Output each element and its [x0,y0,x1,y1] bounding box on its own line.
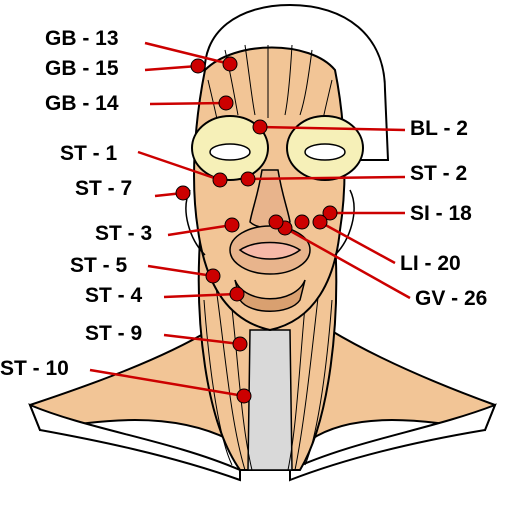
acupoint-bl-2 [253,120,267,134]
label-st-3: ST - 3 [95,222,152,245]
acupoint-gb-14 [219,96,233,110]
label-gb-15: GB - 15 [45,57,119,80]
acupoint-st-10 [237,389,251,403]
label-st-7: ST - 7 [75,177,132,200]
eye-right [305,144,345,160]
eye-left [210,144,250,160]
label-gb-14: GB - 14 [45,92,119,115]
label-li-20: LI - 20 [400,252,461,275]
acupoint-st-4 [230,287,244,301]
label-si-18: SI - 18 [410,202,472,225]
acupoint-st-7 [176,186,190,200]
label-st-5: ST - 5 [70,254,127,277]
acupoint-gb-13 [223,57,237,71]
label-st-10: ST - 10 [0,357,69,380]
trachea [248,330,292,470]
acupoint-st-9 [233,337,247,351]
acupoint-st-1 [213,173,227,187]
label-gv-26: GV - 26 [415,287,487,310]
label-st-2: ST - 2 [410,162,467,185]
label-st-9: ST - 9 [85,322,142,345]
label-bl-2: BL - 2 [410,117,468,140]
acupoint-marker-extra-2 [295,215,309,229]
acupoint-marker-extra-1 [269,215,283,229]
acupoint-li-20 [313,215,327,229]
label-st-1: ST - 1 [60,142,117,165]
acupoint-st-2 [241,172,255,186]
label-gb-13: GB - 13 [45,27,119,50]
acupoint-st-5 [206,269,220,283]
leader-line-gb-14 [150,103,226,104]
acupoint-gb-15 [191,59,205,73]
leader-line-gb-15 [145,66,198,70]
label-st-4: ST - 4 [85,284,142,307]
acupoint-st-3 [225,218,239,232]
